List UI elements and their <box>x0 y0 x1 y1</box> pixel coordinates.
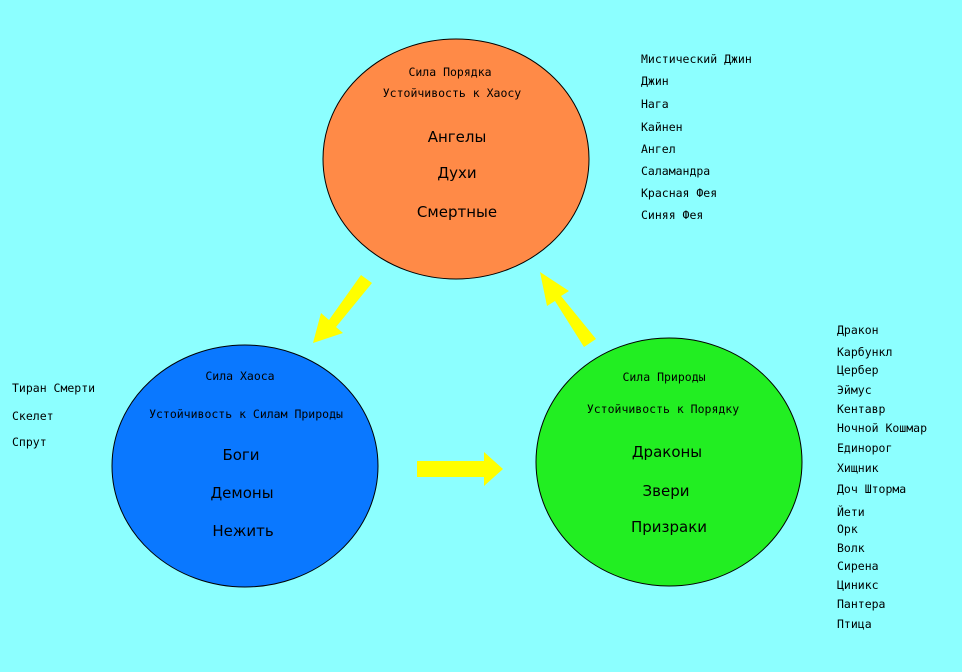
list-item: Орк <box>837 522 858 536</box>
arrow-order-to-chaos <box>313 275 372 343</box>
list-item: Нага <box>641 97 669 111</box>
arrow-nature-to-order <box>540 272 596 347</box>
list-item: Единорог <box>837 441 893 455</box>
list-item: Птица <box>837 617 872 631</box>
order-resistance: Устойчивость к Хаосу <box>383 86 522 100</box>
chaos-group-2: Демоны <box>210 484 273 502</box>
list-item: Красная Фея <box>641 186 718 200</box>
list-item: Циникс <box>837 578 879 592</box>
list-item: Синяя Фея <box>641 208 704 222</box>
chaos-title: Сила Хаоса <box>205 369 274 383</box>
list-item: Скелет <box>12 409 54 423</box>
nature-group-3: Призраки <box>631 518 707 536</box>
list-item: Мистический Джин <box>641 52 752 66</box>
nature-group-1: Драконы <box>632 443 702 461</box>
list-item: Дракон <box>837 323 879 337</box>
list-item: Ночной Кошмар <box>837 421 928 435</box>
order-group-1: Ангелы <box>428 128 487 146</box>
list-item: Карбункл <box>837 345 893 359</box>
chaos-circle <box>111 344 379 588</box>
list-item: Цербер <box>837 363 879 377</box>
arrow-chaos-to-nature <box>417 452 503 486</box>
list-item: Джин <box>641 74 669 88</box>
chaos-group-3: Нежить <box>212 522 273 540</box>
order-title: Сила Порядка <box>408 65 491 79</box>
list-item: Ангел <box>641 142 676 156</box>
list-item: Волк <box>837 541 865 555</box>
list-item: Спрут <box>12 435 47 449</box>
chaos-resistance: Устойчивость к Силам Природы <box>149 407 343 421</box>
nature-group-2: Звери <box>643 482 690 500</box>
order-group-2: Духи <box>437 164 476 182</box>
list-item: Йети <box>837 505 865 519</box>
list-item: Доч Шторма <box>837 482 907 496</box>
list-item: Хищник <box>837 461 879 475</box>
list-item: Тиран Смерти <box>12 381 96 395</box>
list-item: Кентавр <box>837 402 886 416</box>
order-circle <box>322 38 590 280</box>
list-item: Саламандра <box>641 164 711 178</box>
list-item: Пантера <box>837 597 886 611</box>
list-item: Кайнен <box>641 120 683 134</box>
chaos-group-1: Боги <box>222 446 259 464</box>
nature-circle <box>535 337 803 587</box>
nature-resistance: Устойчивость к Порядку <box>587 402 739 416</box>
nature-title: Сила Природы <box>622 370 705 384</box>
list-item: Эймус <box>837 383 872 397</box>
list-item: Сирена <box>837 559 879 573</box>
order-group-3: Смертные <box>417 203 497 221</box>
